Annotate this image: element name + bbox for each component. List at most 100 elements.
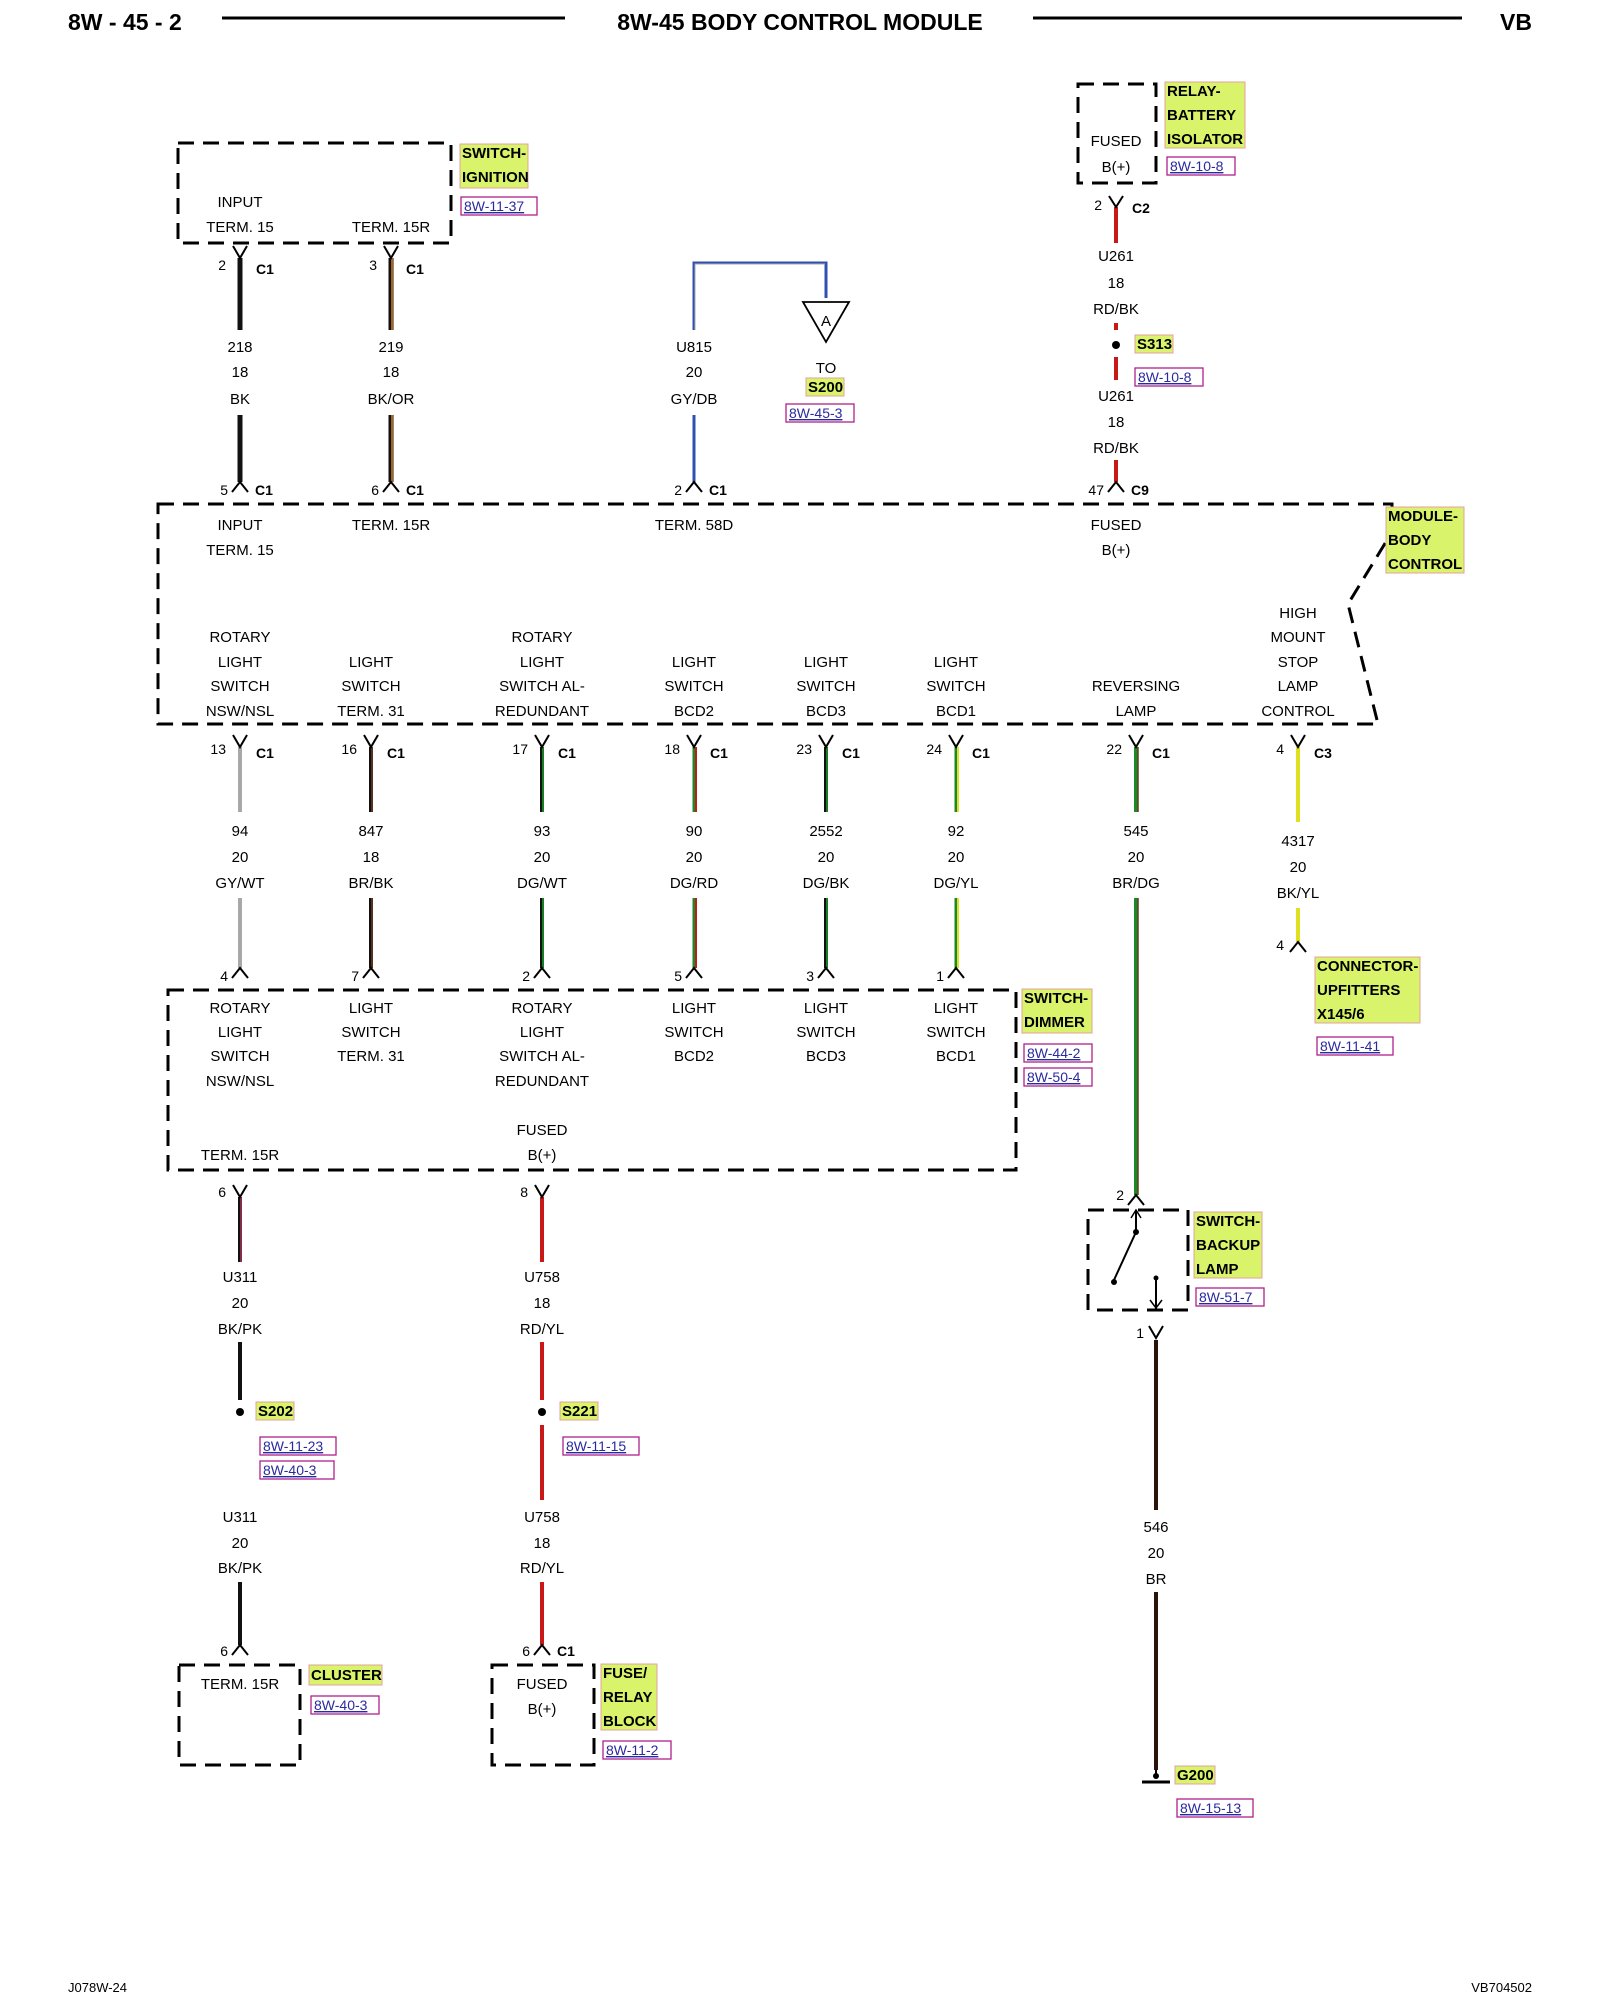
wire-labels: 218 18 BK 219 18 BK/OR U815 20 GY/DB U26…: [215, 248, 1319, 1588]
ref-link[interactable]: 8W-45-3: [785, 403, 855, 423]
connector-fork: [1108, 195, 1124, 209]
pin-number: 1: [1136, 1325, 1144, 1341]
frb-fused-label: FUSED: [517, 1676, 568, 1693]
wire-546-gauge: 20: [1148, 1545, 1165, 1562]
connector-fork: [686, 734, 702, 749]
wire-u758-color: RD/YL: [520, 1321, 564, 1338]
relay-fused-label: FUSED: [1091, 133, 1142, 150]
ref-link[interactable]: 8W-51-7: [1195, 1287, 1265, 1307]
ref-link-text[interactable]: 8W-11-41: [1320, 1038, 1380, 1054]
ref-link-text[interactable]: 8W-11-2: [606, 1742, 659, 1758]
ref-link-text[interactable]: 8W-10-8: [1138, 369, 1192, 385]
ref-link[interactable]: 8W-11-37: [460, 196, 538, 216]
fuse-relay-block-title: FUSE/: [603, 1665, 648, 1682]
ref-link[interactable]: 8W-11-2: [602, 1740, 672, 1760]
ref-link[interactable]: 8W-15-13: [1176, 1798, 1254, 1818]
dim-term15r-label: TERM. 15R: [201, 1147, 280, 1164]
pin-number: 4: [1276, 937, 1284, 953]
connector-caret: [947, 966, 965, 979]
wire-2552-color: DG/BK: [803, 875, 850, 892]
ref-link-text[interactable]: 8W-11-37: [464, 198, 524, 214]
pin-numbers: 2 C1 3 C1 2 C2 5 C1 6 C1 2 C1 47 C9 13 C…: [210, 197, 1332, 1659]
dim-p2-label: REDUNDANT: [495, 1073, 589, 1090]
relay-battery-isolator-title: RELAY-: [1167, 83, 1221, 100]
page-title: 8W-45 BODY CONTROL MODULE: [617, 9, 982, 35]
offpage-to-label: TO: [816, 360, 837, 377]
ref-link[interactable]: 8W-44-2: [1023, 1043, 1093, 1063]
ground-g200-label: G200: [1177, 1767, 1214, 1784]
wire-546-color: BR: [1146, 1571, 1167, 1588]
connector-caret: [231, 1643, 249, 1656]
ref-link-text[interactable]: 8W-11-23: [263, 1438, 323, 1454]
ref-link[interactable]: 8W-11-15: [562, 1436, 640, 1456]
connector-caret: [1289, 940, 1307, 953]
pin-number: 7: [351, 968, 359, 984]
wire-94-gauge: 20: [232, 849, 249, 866]
wire-u815-color: GY/DB: [671, 391, 718, 408]
ref-link-text[interactable]: 8W-15-13: [1180, 1800, 1241, 1816]
connector-id: C1: [256, 745, 274, 761]
ref-link[interactable]: 8W-11-41: [1316, 1036, 1394, 1056]
cross-reference-links[interactable]: 8W-11-37 8W-10-8 8W-10-8 8W-45-3 8W-44-2…: [259, 156, 1394, 1818]
ref-link[interactable]: 8W-40-3: [310, 1695, 380, 1715]
relay-battery-isolator-title: BATTERY: [1167, 107, 1236, 124]
pin-number: 6: [220, 1643, 228, 1659]
ref-link-text[interactable]: 8W-51-7: [1199, 1289, 1253, 1305]
connector-upfitters-title: CONNECTOR-: [1317, 958, 1418, 975]
wire-u261-color: RD/BK: [1093, 301, 1139, 318]
bcm-p18-label: BCD2: [674, 703, 714, 720]
bcm-p4-label: HIGH: [1279, 605, 1317, 622]
pin-number: 22: [1106, 741, 1122, 757]
connector-id: C1: [709, 482, 727, 498]
ref-link-text[interactable]: 8W-11-15: [566, 1438, 626, 1454]
connector-fork: [232, 245, 248, 260]
connector-caret: [685, 480, 703, 493]
ref-link[interactable]: 8W-10-8: [1166, 156, 1236, 176]
module-body-control-box: [156, 502, 1394, 726]
labels: INPUT TERM. 15 TERM. 15R FUSED B(+) INPU…: [201, 133, 1335, 1718]
offpage-arrow: [801, 301, 851, 344]
ref-link[interactable]: 8W-10-8: [1134, 367, 1204, 387]
wire-u311b-circuit: U311: [223, 1509, 258, 1526]
dim-p4-label: NSW/NSL: [206, 1073, 274, 1090]
bcm-p17-label: SWITCH AL-: [499, 678, 585, 695]
dim-p5-label: SWITCH: [664, 1024, 723, 1041]
ref-link-text[interactable]: 8W-40-3: [314, 1697, 368, 1713]
ref-link-text[interactable]: 8W-45-3: [789, 405, 843, 421]
wire-545-color: BR/DG: [1112, 875, 1160, 892]
wire-93-color: DG/WT: [517, 875, 567, 892]
dim-p5-label: LIGHT: [672, 1000, 716, 1017]
ref-link[interactable]: 8W-40-3: [259, 1460, 335, 1480]
ref-link[interactable]: 8W-11-23: [259, 1436, 337, 1456]
bcm-term15r-label: TERM. 15R: [352, 517, 431, 534]
wire-218-color: BK: [230, 391, 250, 408]
bcm-p22-label: LAMP: [1116, 703, 1157, 720]
ref-link-text[interactable]: 8W-40-3: [263, 1462, 317, 1478]
component-tags: SWITCH- IGNITION RELAY- BATTERY ISOLATOR…: [255, 81, 1465, 1785]
ref-link-text[interactable]: 8W-44-2: [1027, 1045, 1081, 1061]
pin-number: 2: [522, 968, 530, 984]
dim-p4-label: SWITCH: [210, 1048, 269, 1065]
ref-link-text[interactable]: 8W-10-8: [1170, 158, 1224, 174]
splice-s202-dot: [236, 1408, 244, 1416]
dim-fused-label: FUSED: [517, 1122, 568, 1139]
ign-input-label: INPUT: [218, 194, 263, 211]
ref-link[interactable]: 8W-50-4: [1023, 1067, 1093, 1087]
wire-545-circuit: 545: [1123, 823, 1148, 840]
ref-link-text[interactable]: 8W-50-4: [1027, 1069, 1081, 1085]
switch-dimmer-box: [166, 988, 1018, 1172]
wire-u261-circuit: U261: [1098, 248, 1134, 265]
bcm-p4-label: CONTROL: [1261, 703, 1334, 720]
connector-caret: [533, 966, 551, 979]
dim-p4-label: LIGHT: [218, 1024, 262, 1041]
ign-term15-label: TERM. 15: [206, 219, 274, 236]
connector-upfitters-title: X145/6: [1317, 1006, 1365, 1023]
bcm-term15-label: TERM. 15: [206, 542, 274, 559]
wire-94-circuit: 94: [232, 823, 249, 840]
bcm-p4-label: LAMP: [1278, 678, 1319, 695]
connector-caret: [1127, 1193, 1145, 1206]
switch-backup-lamp-box: [1086, 1208, 1190, 1312]
connector-caret: [817, 966, 835, 979]
dim-p7-label: TERM. 31: [337, 1048, 405, 1065]
bcm-p23-label: SWITCH: [796, 678, 855, 695]
